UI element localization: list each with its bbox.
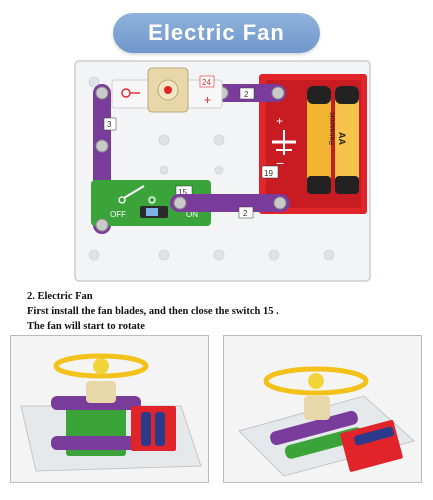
wire-top[interactable]: 2 [214, 84, 286, 102]
title-banner: Electric Fan [113, 13, 320, 53]
battery-brand-label: Panasonic [329, 112, 336, 145]
slide-switch[interactable]: 15 OFF ON [91, 180, 211, 232]
switch-off-label: OFF [110, 210, 126, 219]
battery-minus-sign: − [276, 155, 284, 171]
top-wire-number: 2 [244, 90, 249, 99]
page-title: Electric Fan [148, 20, 285, 45]
switch-number: 15 [178, 188, 187, 197]
battery-size-label: AA [337, 132, 347, 145]
instructions-line-1: First install the fan blades, and then c… [27, 306, 279, 317]
wire-bottom[interactable]: 2 [170, 194, 290, 219]
left-wire-number: 3 [107, 120, 112, 129]
motor-module[interactable]: 24 + [111, 67, 223, 113]
aa-battery-2: AA [335, 86, 359, 194]
motor-number: 24 [202, 78, 211, 87]
product-photo-right [223, 335, 422, 483]
battery-holder[interactable]: + − 19 Panasonic AA [259, 74, 367, 214]
bottom-wire-number: 2 [243, 209, 248, 218]
instructions-line-2: The fan will start to rotate [27, 321, 145, 332]
motor-plus-sign: + [204, 93, 211, 107]
product-photo-left [10, 335, 209, 483]
switch-on-label: ON [186, 210, 198, 219]
instructions: 2. Electric Fan First install the fan bl… [27, 289, 427, 334]
circuit-board: + − 19 Panasonic AA 2 24 [74, 60, 371, 282]
instructions-heading: 2. Electric Fan [27, 291, 93, 302]
battery-plus-sign: + [276, 114, 283, 128]
aa-battery-1: Panasonic [307, 86, 336, 194]
battery-number: 19 [264, 169, 273, 178]
